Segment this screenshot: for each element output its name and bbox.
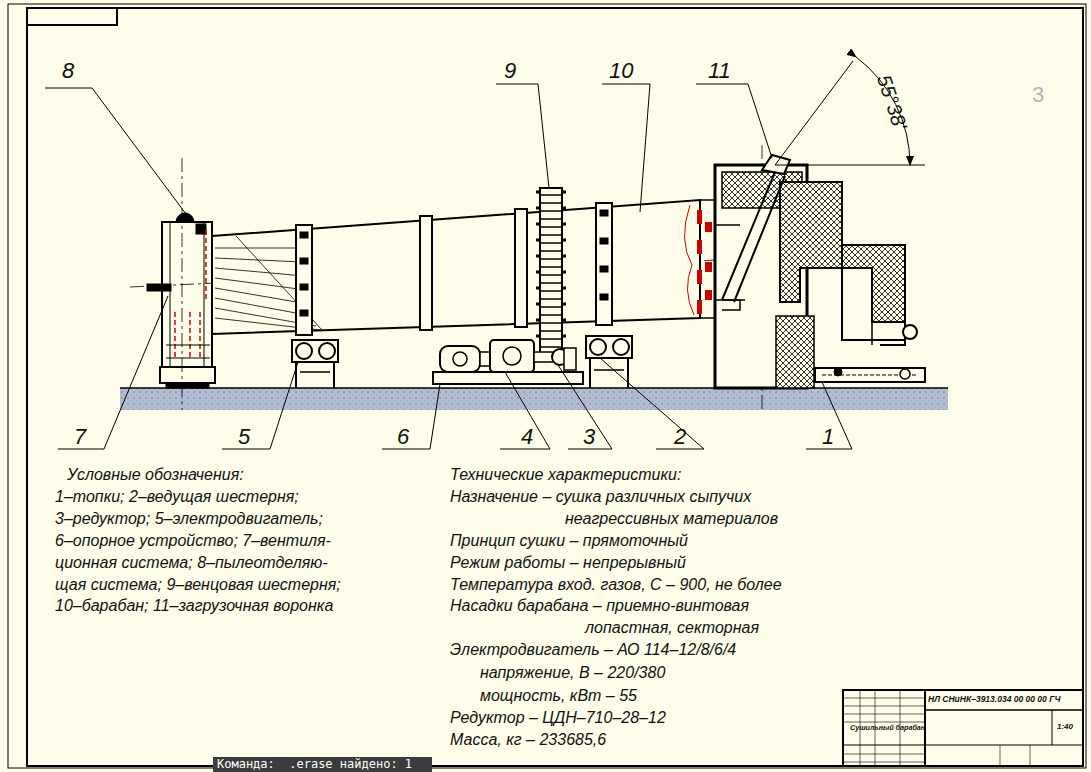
callout-number: 1 <box>822 424 834 450</box>
command-line: Команда: .erase найдено: 1 <box>217 757 412 771</box>
outer-frame <box>8 4 1086 768</box>
spec-heading: Технические характеристики: <box>450 465 681 484</box>
drum <box>212 200 715 335</box>
callout-number: 6 <box>397 424 409 450</box>
furnace <box>705 155 925 388</box>
spec-line: напряжение, В – 220/380 <box>480 663 665 682</box>
callout-number: 2 <box>674 424 686 450</box>
callout-number: 5 <box>238 424 250 450</box>
angle-value: 55°38' <box>872 72 912 133</box>
legend-line: 6–опорное устройство; 7–вентиля- <box>55 531 331 550</box>
command-bar <box>213 757 432 772</box>
angle-dimension <box>775 57 925 165</box>
drawing-code: НЛ СНиНК–3913.034 00 00 00 ГЧ <box>928 694 1060 704</box>
ground <box>120 388 948 410</box>
ui-number: 3 <box>1032 82 1044 108</box>
spec-line: Редуктор – ЦДН–710–28–12 <box>450 708 666 727</box>
spec-line: лопастная, секторная <box>585 618 759 637</box>
title-block <box>843 690 1083 766</box>
spec-line: неагрессивных материалов <box>565 509 778 528</box>
legend-line: 10–барабан; 11–загрузочная воронка <box>55 596 333 615</box>
legend-heading: Условные обозначения: <box>67 465 244 484</box>
spec-line: Режим работы – непрерывный <box>450 553 686 572</box>
spec-line: Масса, кг – 233685,6 <box>450 730 606 749</box>
spec-line: мощность, кВт – 55 <box>480 686 637 705</box>
spec-line: Электродвигатель – АО 114–12/8/6/4 <box>450 640 736 659</box>
roller-support <box>292 336 632 388</box>
spec-line: Насадки барабана – приемно-винтовая <box>450 596 749 615</box>
callout-number: 3 <box>583 424 595 450</box>
corner-box <box>27 8 117 25</box>
spec-line: Температура вход. газов, С – 900, не бол… <box>450 575 782 594</box>
girth-gear <box>536 188 566 353</box>
callout-number: 8 <box>62 58 74 84</box>
legend-line: щая система; 9–венцовая шестерня; <box>55 575 341 594</box>
leader-lines <box>45 84 852 449</box>
ground-line <box>120 387 948 389</box>
spec-line: Принцип сушки – прямоточный <box>450 531 688 550</box>
callout-number: 7 <box>74 424 86 450</box>
legend-line: 1–топки; 2–ведущая шестерня; <box>55 487 299 506</box>
callout-number: 4 <box>521 424 533 450</box>
drawing-title: Сушильный барабан <box>850 724 925 733</box>
spec-line: Назначение – сушка различных сыпучих <box>450 487 751 506</box>
legend-line: 3–редуктор; 5–электродвигатель; <box>55 509 323 528</box>
callout-number: 11 <box>708 58 731 84</box>
drawing-scale: 1:40 <box>1057 722 1073 732</box>
callout-number: 10 <box>609 58 633 84</box>
legend-line: ционная система; 8–пылеотделяю- <box>55 553 328 572</box>
callout-number: 9 <box>504 58 516 84</box>
sheet-frame <box>27 8 1083 766</box>
axis-line <box>182 158 183 410</box>
discharge-chamber <box>147 213 215 388</box>
